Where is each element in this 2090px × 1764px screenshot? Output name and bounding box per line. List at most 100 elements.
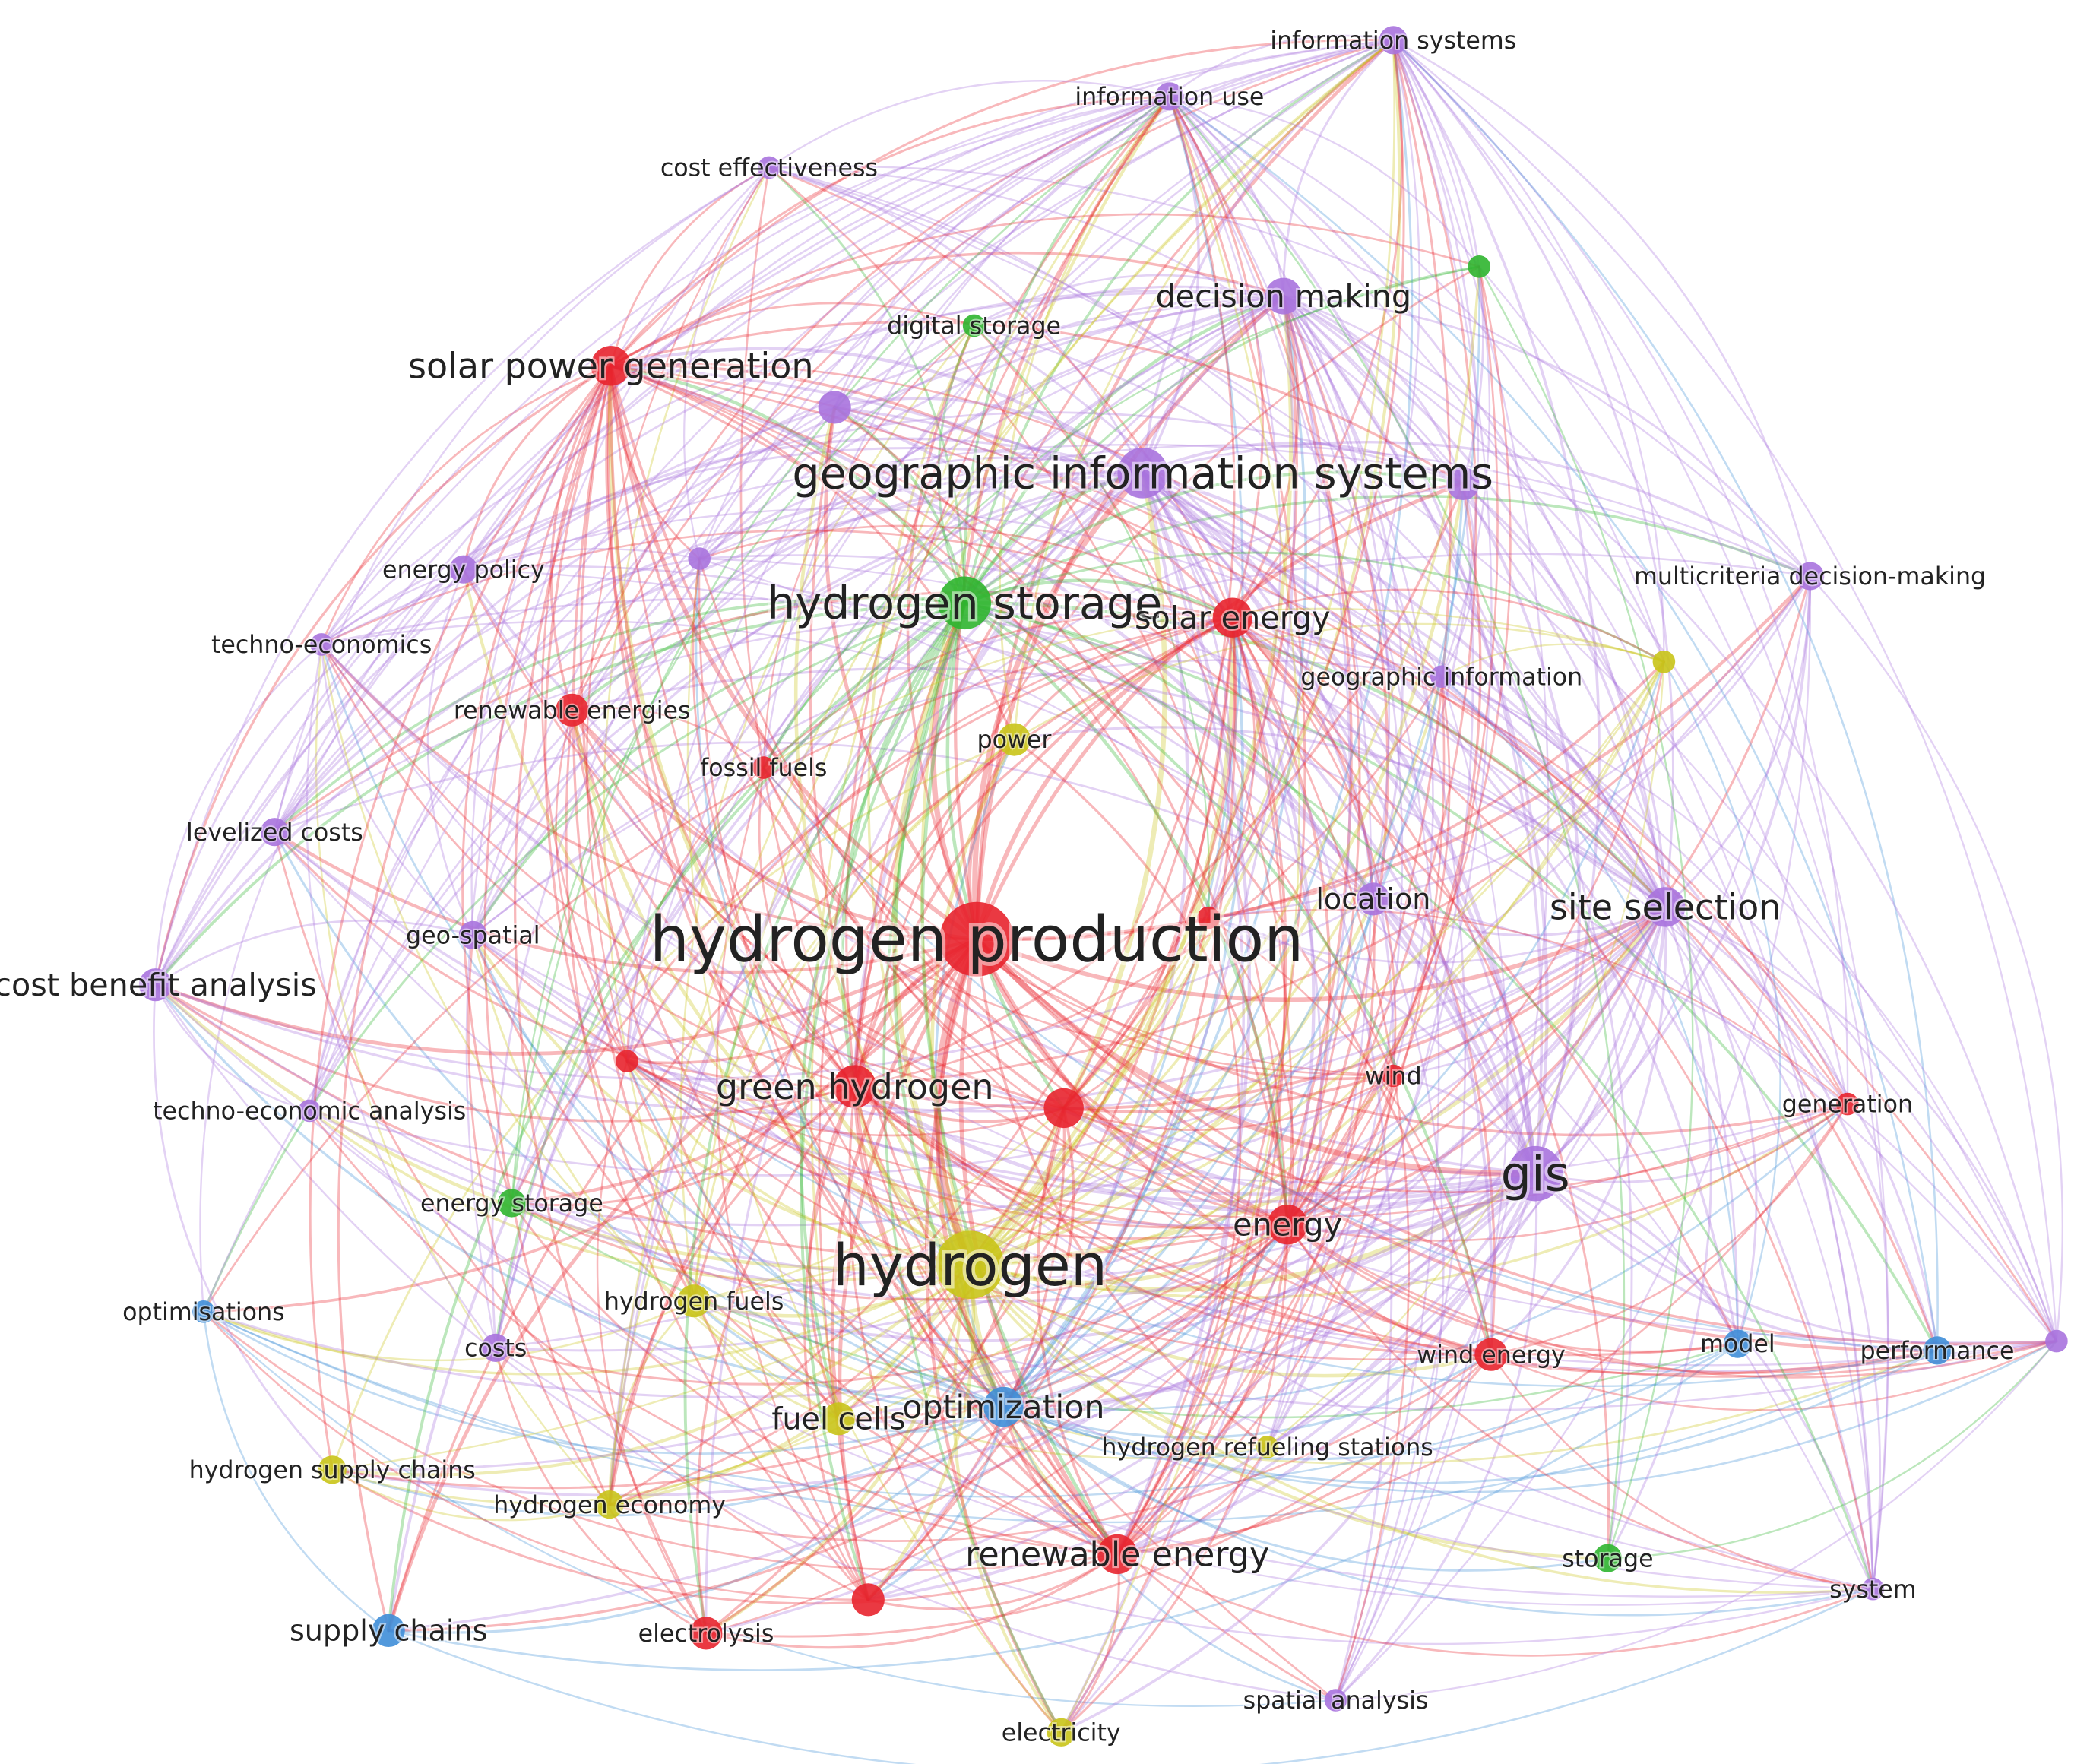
link-unlabeled-purple-right-hydrogen-production [975, 937, 2058, 1346]
link-site-selection-unlabeled-red-small [1207, 906, 1667, 964]
node-unlabeled-red-center[interactable] [1043, 1088, 1084, 1129]
node-generation[interactable] [1836, 1092, 1859, 1116]
node-wind[interactable] [1382, 1064, 1405, 1088]
node-cost-benefit-analysis[interactable] [138, 968, 173, 1002]
link-power-solar-energy [1012, 616, 1234, 741]
node-spatial-analysis[interactable] [1324, 1689, 1347, 1712]
node-geographic-information-systems[interactable] [1117, 448, 1168, 499]
link-cost-effectiveness-energy [768, 166, 1289, 1226]
link-wind-energy-hydrogen-storage [963, 601, 1493, 1357]
node-hydrogen-economy[interactable] [595, 1490, 624, 1519]
node-power[interactable] [997, 723, 1031, 756]
link-unlabeled-purple-right-techno-economics [320, 643, 2058, 1344]
link-optimization-supply-chains [387, 1405, 1005, 1634]
node-information-systems[interactable] [1379, 26, 1408, 55]
node-hydrogen[interactable] [936, 1230, 1005, 1299]
node-renewable-energy[interactable] [1097, 1534, 1138, 1575]
node-hydrogen-refueling-stations[interactable] [1256, 1436, 1279, 1458]
node-storage[interactable] [1593, 1544, 1622, 1572]
link-solar-power-generation-optimization [606, 364, 1005, 1408]
node-system[interactable] [1861, 1577, 1885, 1601]
node-solar-energy[interactable] [1212, 597, 1253, 638]
link-electrolysis-solar-power-generation [513, 364, 708, 1635]
link-cost-benefit-analysis-solar-power-generation [154, 364, 613, 987]
link-geographic-information-systems-hydrogen [967, 470, 1168, 1268]
node-energy-storage[interactable] [497, 1189, 527, 1218]
node-levelized-costs[interactable] [260, 818, 289, 847]
node-electricity[interactable] [1047, 1718, 1075, 1747]
link-information-use-unlabeled-red-small [1168, 95, 1281, 919]
link-fuel-cells-geo-spatial [471, 934, 840, 1420]
link-decision-making-optimization [1002, 294, 1307, 1408]
node-optimisations[interactable] [192, 1300, 215, 1323]
label-optimization: optimization [902, 1389, 1104, 1427]
link-location-gis [1371, 897, 1537, 1176]
node-energy-policy[interactable] [449, 555, 478, 584]
node-location[interactable] [1357, 882, 1390, 916]
node-decision-making[interactable] [1265, 277, 1302, 315]
node-hydrogen-production[interactable] [939, 901, 1015, 977]
node-renewable-energies[interactable] [556, 693, 589, 727]
link-wind-energy-unlabeled-purple-right [1490, 1340, 2058, 1411]
link-information-use-solar-energy [1168, 95, 1264, 619]
node-fossil-fuels[interactable] [752, 756, 775, 779]
node-gis[interactable] [1507, 1145, 1563, 1202]
link-geo-spatial-energy [471, 933, 1289, 1230]
link-information-systems-cost-benefit-analysis [154, 39, 1395, 987]
link-energy-storage-solar-energy [510, 616, 1234, 1205]
node-energy[interactable] [1267, 1205, 1308, 1245]
node-costs[interactable] [481, 1333, 510, 1362]
link-renewable-energies-fossil-fuels [571, 707, 765, 769]
node-supply-chains[interactable] [372, 1614, 405, 1647]
link-information-use-cost-effectiveness [768, 80, 1171, 169]
link-geographic-information-energy [1286, 675, 1451, 1226]
node-optimization[interactable] [983, 1386, 1024, 1427]
node-unlabeled-purple-c[interactable] [688, 547, 711, 570]
node-techno-economic-analysis[interactable] [298, 1099, 321, 1123]
link-performance-green-hydrogen [853, 1085, 1939, 1376]
node-solar-power-generation[interactable] [591, 346, 631, 386]
link-wind-decision-making [1282, 295, 1434, 1077]
link-geographic-information-green-hydrogen [853, 675, 1443, 1088]
link-solar-power-generation-hydrogen-storage [609, 364, 967, 605]
node-green-hydrogen[interactable] [833, 1065, 876, 1108]
node-unlabeled-red-bottom[interactable] [851, 1583, 885, 1617]
link-location-geographic-information-systems [1141, 471, 1375, 901]
node-unlabeled-purple-right[interactable] [2045, 1329, 2068, 1353]
node-unlabeled-green-top[interactable] [1468, 255, 1490, 278]
node-techno-economics[interactable] [310, 633, 333, 656]
link-unlabeled-purple-c-renewable-energy [698, 557, 1119, 1556]
link-hydrogen-hydrogen-economy [608, 1263, 972, 1506]
node-information-use[interactable] [1155, 82, 1184, 111]
node-unlabeled-purple-b[interactable] [1446, 467, 1480, 501]
node-unlabeled-yellow-right[interactable] [1652, 651, 1676, 673]
node-fuel-cells[interactable] [822, 1402, 856, 1436]
node-hydrogen-storage[interactable] [938, 576, 991, 630]
node-geographic-information[interactable] [1430, 665, 1453, 688]
link-model-green-hydrogen [853, 1085, 1739, 1357]
node-hydrogen-supply-chains[interactable] [318, 1455, 347, 1484]
node-model[interactable] [1723, 1329, 1752, 1358]
node-unlabeled-red-left[interactable] [616, 1050, 638, 1072]
link-electricity-energy [1059, 1223, 1289, 1734]
node-geo-spatial[interactable] [458, 920, 487, 949]
link-fossil-fuels-wind-energy [762, 766, 1493, 1356]
node-wind-energy[interactable] [1474, 1338, 1508, 1371]
node-unlabeled-purple-a[interactable] [818, 391, 851, 424]
link-techno-economics-site-selection [320, 597, 1667, 908]
node-multicriteria-decision-making[interactable] [1796, 562, 1825, 591]
node-electrolysis[interactable] [689, 1617, 723, 1650]
node-unlabeled-red-small[interactable] [1197, 906, 1220, 930]
node-cost-effectiveness[interactable] [758, 156, 781, 179]
link-hydrogen-storage-performance [963, 601, 1939, 1352]
node-performance[interactable] [1923, 1336, 1952, 1365]
link-electricity-green-hydrogen [848, 1085, 1062, 1734]
node-hydrogen-fuels[interactable] [677, 1284, 711, 1318]
link-unlabeled-red-small-energy [1207, 917, 1294, 1226]
node-site-selection[interactable] [1645, 887, 1686, 927]
node-digital-storage[interactable] [962, 314, 986, 337]
link-cost-effectiveness-hydrogen-storage [768, 166, 966, 604]
link-unlabeled-green-top-information-use [1168, 95, 1480, 268]
link-storage-site-selection [1606, 905, 1712, 1560]
